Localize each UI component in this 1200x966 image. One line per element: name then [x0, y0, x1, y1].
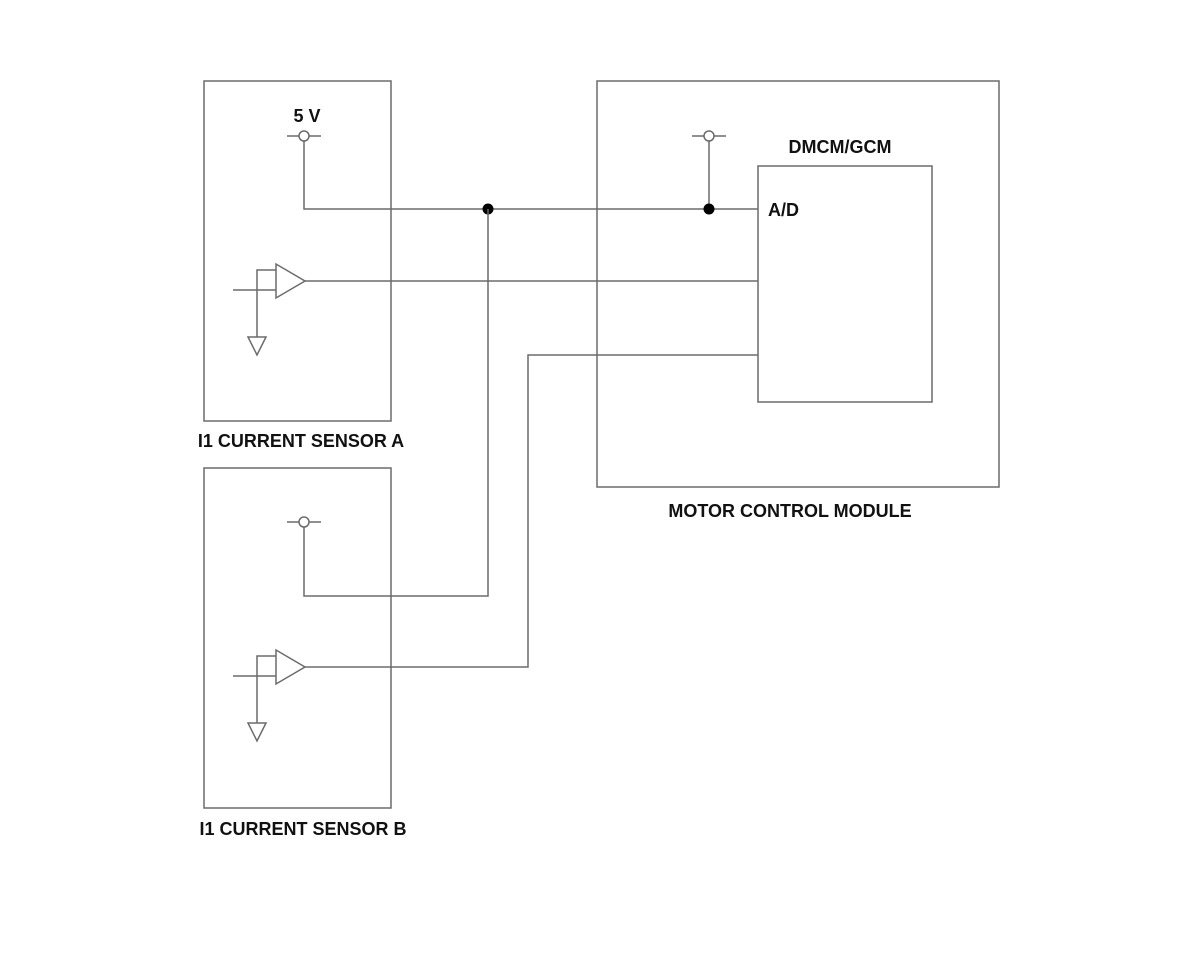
sensor-a-label: I1 CURRENT SENSOR A — [198, 431, 404, 451]
sensor-b-amp-input — [256, 655, 276, 723]
sensor-b-supply-wire — [303, 209, 489, 597]
sensor-a-ground-icon — [246, 336, 268, 357]
motor-control-module-box — [596, 80, 1000, 488]
sensor-b-ground-icon — [246, 722, 268, 743]
sensor-a-supply-terminal — [298, 130, 310, 142]
sensor-a-amplifier — [275, 262, 307, 300]
ad-input-label: A/D — [768, 200, 799, 220]
sensor-a-box — [203, 80, 392, 422]
sensor-a-amp-input — [256, 269, 276, 337]
junction-node-right — [703, 203, 715, 215]
sensor-b-supply-terminal — [298, 516, 310, 528]
sensor-b-amplifier — [275, 648, 307, 686]
motor-control-module-label: MOTOR CONTROL MODULE — [668, 501, 911, 521]
sensor-b-box — [203, 467, 392, 809]
sensor-a-supply-wire — [303, 141, 758, 210]
module-supply-terminal — [703, 130, 715, 142]
dmcm-gcm-box — [757, 165, 933, 403]
controller-label: DMCM/GCM — [789, 137, 892, 157]
sensor-b-signal-wire — [305, 354, 758, 668]
sensor-b-label: I1 CURRENT SENSOR B — [199, 819, 406, 839]
supply-voltage-label: 5 V — [293, 106, 320, 126]
